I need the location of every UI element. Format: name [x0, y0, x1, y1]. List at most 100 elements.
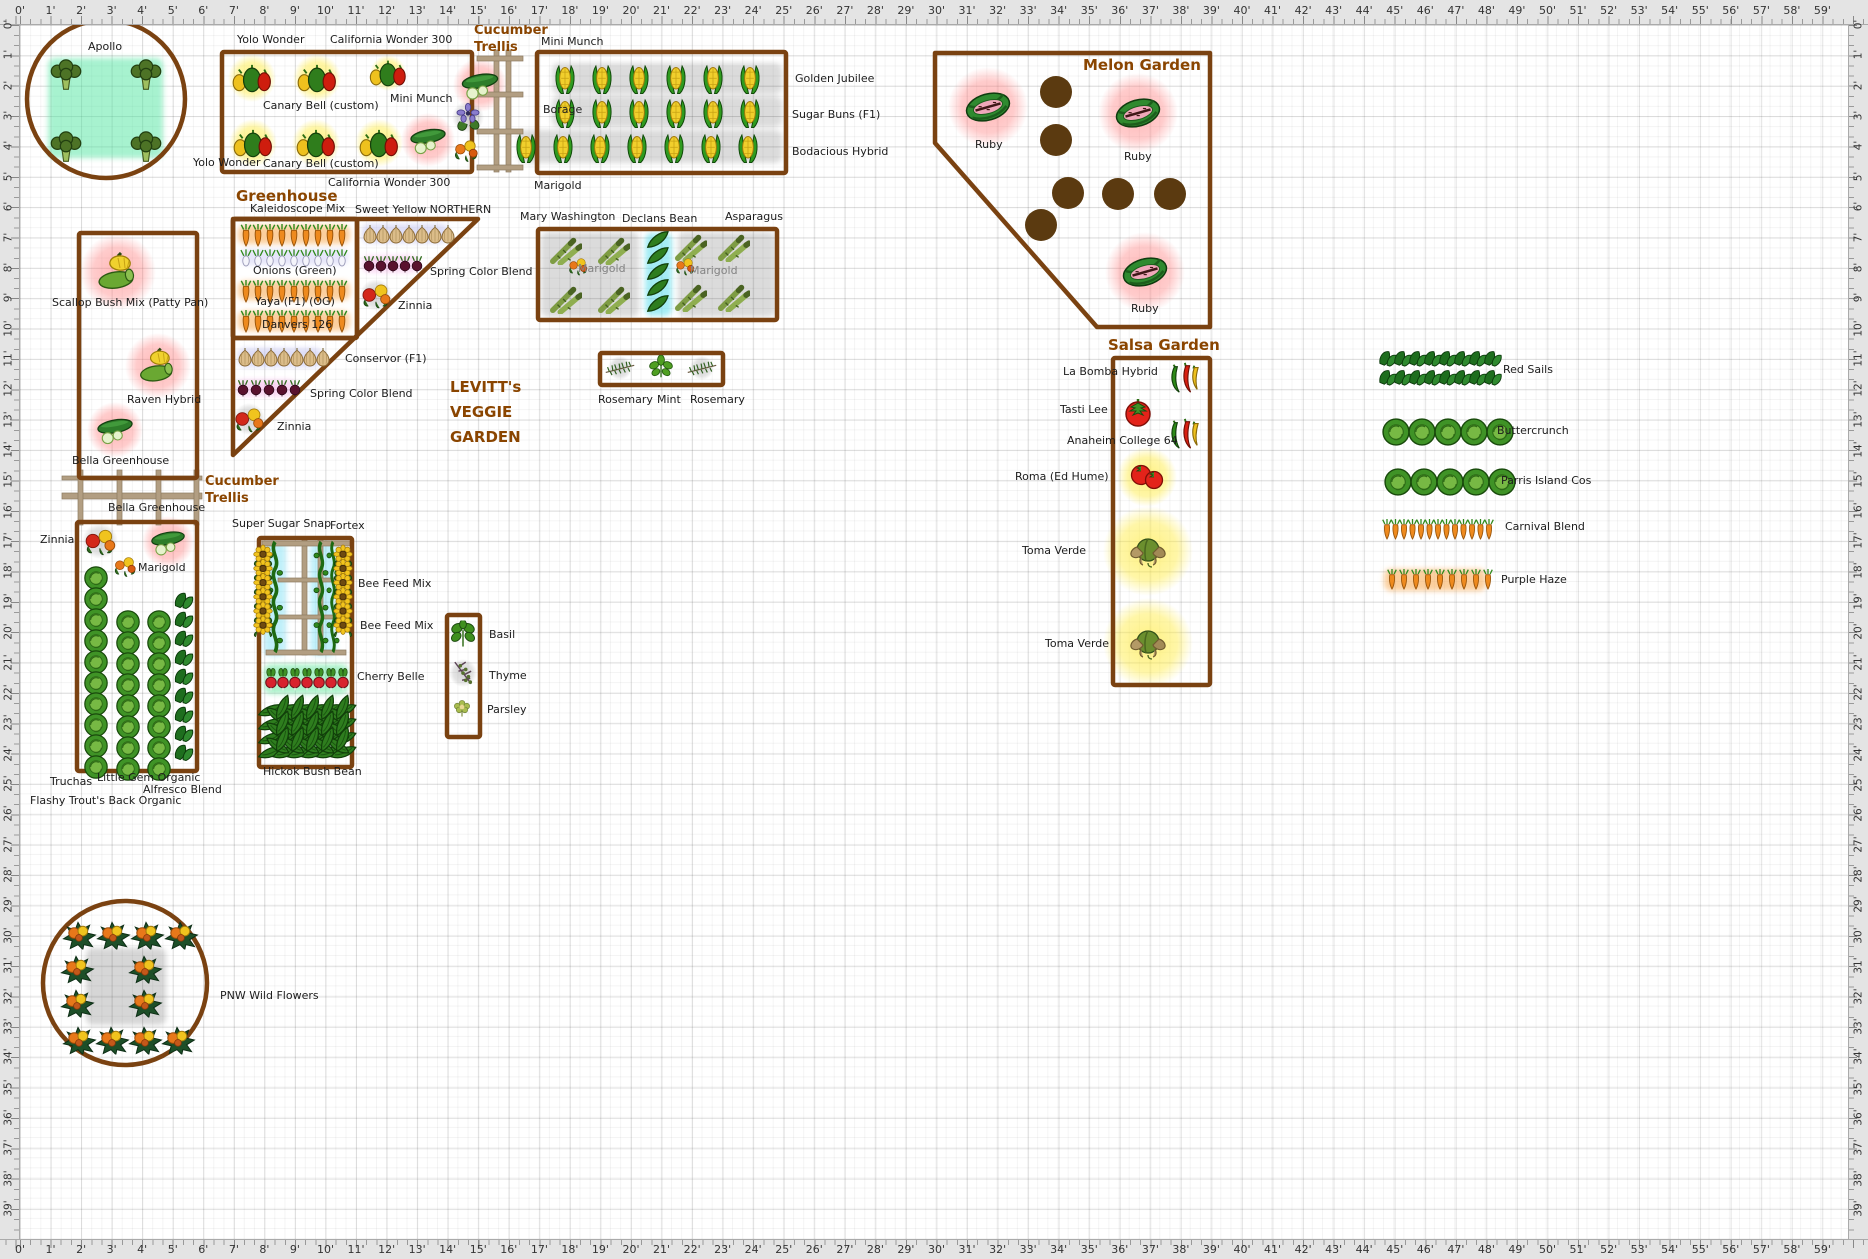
head-lettuce-icon[interactable]	[147, 694, 171, 718]
head-lettuce-icon[interactable]	[84, 755, 108, 779]
head-lettuce-icon[interactable]	[116, 715, 140, 739]
carrot-icon[interactable]	[1407, 518, 1418, 540]
head-lettuce-icon[interactable]	[147, 757, 171, 781]
head-lettuce-icon[interactable]	[84, 566, 108, 590]
tomato-icon[interactable]	[1124, 397, 1152, 427]
sweet-corn-icon[interactable]	[590, 134, 610, 164]
head-lettuce-icon[interactable]	[147, 715, 171, 739]
head-lettuce-icon[interactable]	[1384, 468, 1412, 496]
garden-bed-herb-box-vertical[interactable]	[444, 612, 483, 740]
basil-icon[interactable]	[449, 620, 477, 648]
head-lettuce-icon[interactable]	[84, 629, 108, 653]
sweet-corn-icon[interactable]	[664, 134, 684, 164]
leaf-lettuce-icon[interactable]	[1394, 351, 1412, 367]
head-lettuce-icon[interactable]	[84, 608, 108, 632]
leaf-lettuce-icon[interactable]	[1424, 370, 1442, 386]
carrot-icon[interactable]	[1484, 518, 1494, 540]
leaf-lettuce-icon[interactable]	[1439, 370, 1457, 386]
chili-pepper-icon[interactable]	[1170, 361, 1200, 394]
leaf-lettuce-icon[interactable]	[1469, 351, 1487, 367]
leaf-lettuce-icon[interactable]	[1484, 370, 1502, 386]
trellis-bar[interactable]	[155, 469, 162, 526]
carrot-icon[interactable]	[1424, 518, 1435, 540]
leaf-lettuce-icon[interactable]	[174, 630, 194, 648]
head-lettuce-icon[interactable]	[84, 650, 108, 674]
sweet-corn-icon[interactable]	[555, 65, 575, 95]
leaf-lettuce-icon[interactable]	[1454, 370, 1472, 386]
sweet-corn-icon[interactable]	[738, 134, 758, 164]
sweet-corn-icon[interactable]	[516, 134, 536, 164]
head-lettuce-icon[interactable]	[84, 671, 108, 695]
sunflower-icon[interactable]	[333, 615, 353, 638]
wildflower-icon[interactable]	[128, 1026, 162, 1055]
sweet-corn-icon[interactable]	[740, 65, 760, 95]
head-lettuce-icon[interactable]	[1408, 418, 1436, 446]
leaf-lettuce-icon[interactable]	[174, 687, 194, 705]
carrot-icon[interactable]	[1390, 518, 1401, 540]
trellis-bar[interactable]	[61, 492, 203, 500]
leaf-lettuce-icon[interactable]	[1409, 351, 1427, 367]
head-lettuce-icon[interactable]	[1434, 418, 1462, 446]
head-lettuce-icon[interactable]	[1462, 468, 1490, 496]
trellis-bar[interactable]	[265, 649, 347, 656]
leaf-lettuce-icon[interactable]	[1424, 351, 1442, 367]
sweet-corn-icon[interactable]	[701, 134, 721, 164]
wildflower-icon[interactable]	[164, 921, 198, 950]
head-lettuce-icon[interactable]	[1410, 468, 1438, 496]
planting-hill-icon[interactable]	[1102, 178, 1134, 210]
sunflower-icon[interactable]	[253, 615, 273, 638]
head-lettuce-icon[interactable]	[147, 673, 171, 697]
head-lettuce-icon[interactable]	[1460, 418, 1488, 446]
sweet-corn-icon[interactable]	[553, 134, 573, 164]
leaf-lettuce-icon[interactable]	[174, 668, 194, 686]
trellis-bar[interactable]	[505, 49, 512, 173]
leaf-lettuce-icon[interactable]	[174, 611, 194, 629]
garden-bed-snap-pea-bed[interactable]	[256, 535, 355, 770]
garden-bed-greenhouse-square-bed[interactable]	[230, 216, 360, 341]
head-lettuce-icon[interactable]	[84, 692, 108, 716]
head-lettuce-icon[interactable]	[147, 610, 171, 634]
carrot-icon[interactable]	[1382, 518, 1392, 540]
wildflower-icon[interactable]	[130, 921, 164, 950]
leaf-lettuce-icon[interactable]	[1469, 370, 1487, 386]
head-lettuce-icon[interactable]	[116, 736, 140, 760]
carrot-icon[interactable]	[1450, 518, 1460, 540]
chili-pepper-icon[interactable]	[1170, 417, 1200, 450]
trellis-bar[interactable]	[476, 128, 524, 135]
leaf-lettuce-icon[interactable]	[1409, 370, 1427, 386]
head-lettuce-icon[interactable]	[116, 610, 140, 634]
head-lettuce-icon[interactable]	[1486, 418, 1514, 446]
sweet-corn-icon[interactable]	[629, 65, 649, 95]
leaf-lettuce-icon[interactable]	[1439, 351, 1457, 367]
head-lettuce-icon[interactable]	[1488, 468, 1516, 496]
leaf-lettuce-icon[interactable]	[1394, 370, 1412, 386]
sweet-corn-icon[interactable]	[740, 99, 760, 129]
carrot-icon[interactable]	[1416, 518, 1426, 540]
sweet-corn-icon[interactable]	[592, 99, 612, 129]
head-lettuce-icon[interactable]	[84, 587, 108, 611]
sweet-corn-icon[interactable]	[629, 99, 649, 129]
head-lettuce-icon[interactable]	[147, 631, 171, 655]
head-lettuce-icon[interactable]	[84, 713, 108, 737]
leaf-lettuce-icon[interactable]	[1379, 370, 1397, 386]
garden-bed-herb-box-horizontal[interactable]	[597, 350, 726, 388]
head-lettuce-icon[interactable]	[116, 631, 140, 655]
head-lettuce-icon[interactable]	[147, 652, 171, 676]
leaf-lettuce-icon[interactable]	[174, 649, 194, 667]
sweet-corn-icon[interactable]	[703, 65, 723, 95]
garden-bed-salsa-garden-bed[interactable]	[1110, 355, 1213, 688]
head-lettuce-icon[interactable]	[84, 734, 108, 758]
head-lettuce-icon[interactable]	[116, 757, 140, 781]
parsley-icon[interactable]	[453, 699, 471, 718]
carrot-icon[interactable]	[1467, 518, 1477, 540]
planting-hill-icon[interactable]	[1025, 209, 1057, 241]
head-lettuce-icon[interactable]	[116, 673, 140, 697]
wildflower-icon[interactable]	[62, 1026, 96, 1055]
sweet-corn-icon[interactable]	[703, 99, 723, 129]
head-lettuce-icon[interactable]	[147, 736, 171, 760]
sweet-corn-icon[interactable]	[592, 65, 612, 95]
trellis-bar[interactable]	[116, 469, 123, 526]
sweet-corn-icon[interactable]	[627, 134, 647, 164]
trellis-bar[interactable]	[301, 538, 308, 656]
leaf-lettuce-icon[interactable]	[174, 706, 194, 724]
